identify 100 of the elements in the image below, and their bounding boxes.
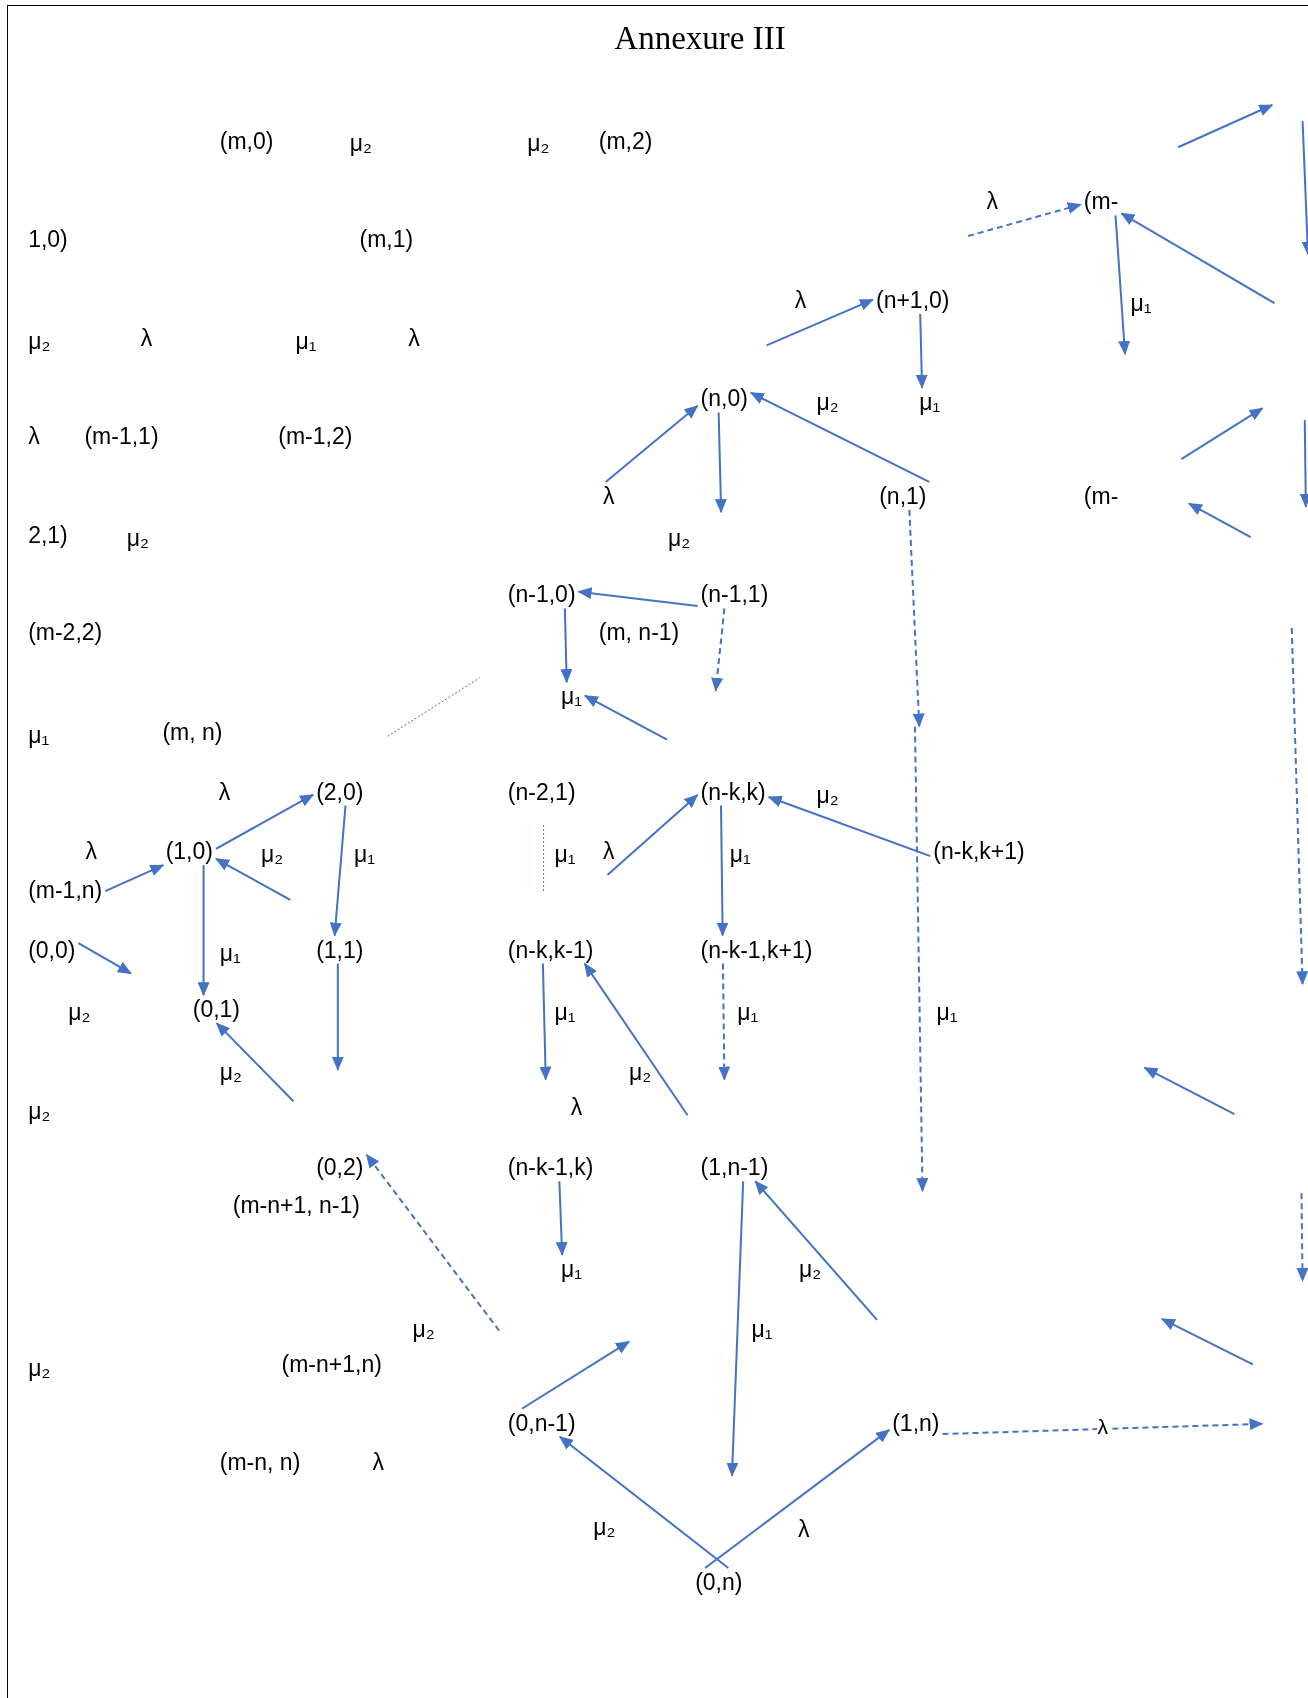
diagram-label: λ [218,778,231,805]
diagram-label: (m-1,1) [84,423,159,450]
arrow [718,962,731,1081]
diagram-label: μ₁ [751,1315,773,1342]
state-label: (n-k,k-1) [507,936,594,963]
diagram-label: (m-1,2) [278,423,353,450]
arrow [365,1153,501,1332]
arrow [749,391,931,483]
state-label: (1,1) [316,936,364,963]
diagram-label: λ [603,838,615,865]
diagram-label: (m, n-1) [598,619,680,646]
arrow [765,298,874,347]
diagram-label: μ₂ [28,1097,51,1124]
arrow [558,1435,730,1569]
arrow [606,793,699,876]
arrow [714,411,727,514]
diagram-label: μ₁ [28,722,50,749]
state-label: (n,0) [700,385,748,412]
diagram-label: μ₂ [799,1256,822,1282]
arrow [967,202,1082,238]
diagram-label: μ₁ [737,999,759,1026]
state-label: (0,1) [192,996,241,1023]
diagram-label: μ₁ [729,841,751,868]
state-label: (n-1,1) [700,581,769,608]
diagram-label: λ [986,188,998,215]
state-label: (n-k,k) [700,778,766,805]
arrow [583,962,689,1117]
state-label: μ₁ [560,683,582,710]
state-label: (0,2) [316,1154,364,1181]
diagram-label: λ [372,1448,384,1475]
diagram-label: μ₂ [260,841,284,868]
arrow [941,1418,1264,1436]
diagram-label: λ [28,423,40,450]
diagram-label: λ [798,1515,810,1542]
diagram-label: μ₁ [554,999,576,1026]
diagram-label: μ₂ [629,1058,652,1085]
state-label: λ [603,482,615,509]
arrow [604,404,699,483]
state-label: (n-k-1,k+1) [700,936,813,963]
diagram-label: λ [570,1093,583,1120]
diagram-label: λ [140,324,153,351]
state-label: (n,1) [879,482,927,509]
diagram-label: μ₂ [527,129,550,156]
state-label: (m- [1083,188,1119,215]
diagram-label: μ₁ [936,999,958,1026]
arrow [329,804,347,937]
diagram-label: 2,1) [28,521,68,548]
state-label: (n-k-1,k) [507,1154,594,1181]
state-label: (0,n-1) [507,1409,576,1436]
arrow [716,804,729,937]
arrow [197,864,210,997]
arrow [214,857,292,901]
diagram-label: μ₂ [593,1513,616,1540]
state-label: (0,0) [28,936,76,963]
diagram-label: (m, n) [162,718,223,745]
arrow [214,793,315,850]
diagram-label: (m-n+1,n) [281,1351,382,1378]
arrow [331,962,344,1071]
state-label: (n+1,0) [875,286,950,313]
arrow [555,1180,568,1256]
diagram-label: λ [408,324,420,351]
arrow [215,1022,295,1103]
diagram-label: μ₂ [126,525,149,552]
arrow [704,1428,891,1569]
diagram-label: (n-2,1) [507,778,576,805]
diagram-label: μ₂ [668,525,691,552]
state-label: (m-1,n) [28,877,103,904]
diagram-label: μ₂ [816,781,839,808]
diagram-label: μ₂ [28,328,51,355]
state-label: (1,0) [165,838,213,865]
title: Annexure III [614,20,786,56]
state-label: (0,n) [695,1568,743,1595]
state-label: (1,n) [892,1409,940,1436]
arrow [754,1180,879,1321]
state-label: (n-k,k+1) [933,838,1025,865]
arrow [77,942,132,975]
arrow [577,587,699,608]
diagram-label: (m,1) [359,226,414,253]
state-label: μ₁ [919,388,941,415]
state-label: μ₁ [560,1256,582,1282]
diagram-label: (m-n, n) [219,1448,301,1475]
diagram-label: μ₁ [219,939,241,966]
diagram-label: (m-2,2) [28,619,103,646]
arrow [560,607,573,684]
arrow [726,1180,745,1477]
diagram-label: λ [794,286,807,313]
arrow [520,1340,631,1410]
diagram-label: μ₂ [349,129,372,156]
diagram-label: μ₂ [412,1315,435,1342]
state-label: (2,0) [316,778,364,805]
arrow [908,508,925,728]
diagram-label: μ₂ [68,999,91,1026]
state-label: (1,n-1) [700,1154,769,1181]
diagram-label: (m- [1083,482,1119,509]
arrow [711,607,726,692]
diagram-label: 1,0) [28,226,68,253]
state-label: (n-1,0) [507,581,576,608]
diagram-label: μ₁ [354,841,376,868]
diagram-label: μ₂ [28,1354,51,1381]
arrow [767,795,932,858]
